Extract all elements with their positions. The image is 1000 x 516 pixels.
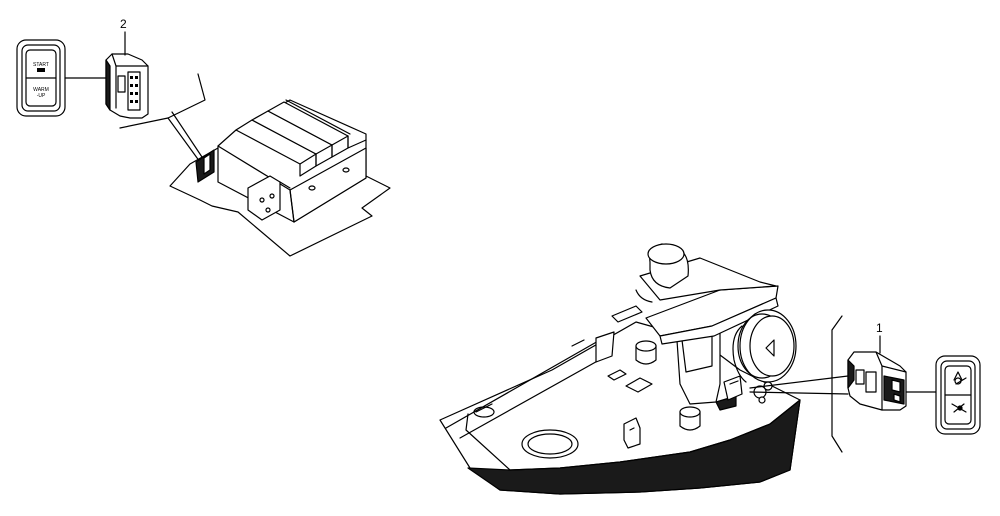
rocker-switch-2-body (105, 53, 149, 119)
control-box-assembly (169, 99, 391, 257)
callout-1: 1 (876, 321, 883, 335)
callout-2: 2 (120, 17, 127, 31)
pointer-bracket-1 (831, 315, 843, 453)
rocker-switch-1-face (935, 355, 981, 435)
svg-text:-UP: -UP (37, 93, 46, 99)
rocker-switch-2-face: START WARM -UP (16, 39, 66, 117)
snowflake-icon (954, 377, 962, 385)
switch-2-bottom-legend: WARM (33, 87, 49, 93)
switch-2-top-legend: START (33, 62, 49, 68)
console-assembly (439, 243, 801, 495)
rocker-switch-1-body (847, 351, 907, 411)
pointer-bracket-2 (119, 73, 206, 129)
